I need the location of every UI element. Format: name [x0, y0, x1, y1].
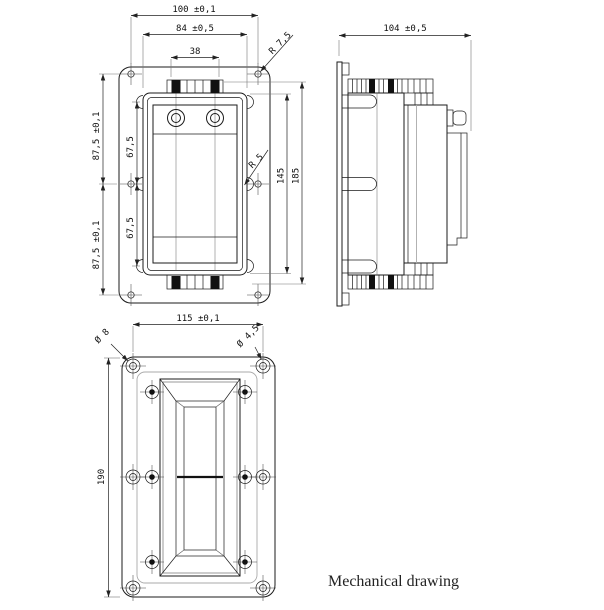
dim-label-115: 115 ±0,1: [176, 314, 219, 324]
dim-corner-radius-leader: R 7,5: [260, 30, 294, 72]
dim-label-145: 145: [277, 168, 287, 184]
side-rear-cover: [447, 132, 468, 246]
dim-insert-height: 185: [224, 81, 306, 285]
front-screw-holes: [167, 109, 224, 127]
drawing-title: Mechanical drawing: [328, 573, 459, 590]
dim-label-dia45: Ø 4,5: [235, 323, 262, 350]
dim-lobe-radius-leader: R 5: [244, 149, 269, 186]
dim-label-104: 104 ±0,5: [383, 24, 426, 34]
bottom-screw-holes: [140, 380, 257, 574]
side-top-ribs: [347, 78, 434, 94]
front-top-ribs: [166, 79, 224, 94]
dim-label-84: 84 ±0,5: [176, 24, 214, 34]
dim-label-875-upper: 87,5 ±0,1: [92, 112, 102, 161]
front-mounting-plate: [118, 66, 271, 304]
dim-label-38: 38: [190, 47, 201, 57]
front-connector-face: [152, 104, 238, 264]
front-guide-lobes: [136, 95, 254, 273]
side-housing-block: [403, 104, 448, 264]
front-mounting-hole-marks: [120, 63, 269, 306]
dim-label-r75: R 7,5: [267, 30, 293, 56]
dim-label-185: 185: [292, 168, 302, 184]
dim-body-width-front: 84 ±0,5: [142, 24, 248, 88]
front-bottom-ribs: [166, 274, 224, 290]
front-insert-body: [142, 92, 248, 276]
side-flange: [336, 61, 343, 307]
bottom-view: 115 ±0,1 190 Ø 8 Ø 4,5: [93, 314, 276, 601]
dim-body-height: 145: [250, 93, 291, 274]
dim-overall-depth: 104 ±0,5: [338, 24, 472, 131]
dim-label-100: 100 ±0,1: [172, 5, 215, 15]
dim-corner-hole-leader: Ø 8: [93, 327, 129, 362]
dim-label-r5: R 5: [247, 152, 266, 171]
dim-screw-hole-leader: Ø 4,5: [235, 323, 262, 360]
bottom-counterbore-holes: [120, 353, 276, 601]
bottom-opening: [159, 378, 241, 577]
side-bottom-ribs: [347, 274, 434, 290]
side-latch-knob: [446, 109, 467, 127]
dim-overall-height-bottom: 190: [97, 357, 120, 598]
side-guide-studs: [342, 94, 377, 274]
dim-label-190: 190: [97, 469, 107, 485]
dim-overall-width-bottom: 115 ±0,1: [132, 314, 264, 352]
front-view: 100 ±0,1 84 ±0,5 38 R 7,5 87,5 ±: [92, 5, 306, 306]
side-view: 104 ±0,5: [336, 24, 472, 307]
dim-label-875-lower: 87,5 ±0,1: [92, 221, 102, 270]
side-insert-body: [347, 92, 405, 276]
dim-tab-width-front: 38: [170, 47, 220, 77]
dim-lobe-span-left: 67,5 67,5: [126, 101, 140, 267]
dim-hole-span-left: 87,5 ±0,1 87,5 ±0,1: [92, 73, 120, 296]
dim-label-675-upper: 67,5: [126, 136, 136, 158]
dim-label-dia8: Ø 8: [93, 327, 112, 346]
dim-overall-width-front: 100 ±0,1: [130, 5, 259, 64]
dim-label-675-lower: 67,5: [126, 217, 136, 239]
